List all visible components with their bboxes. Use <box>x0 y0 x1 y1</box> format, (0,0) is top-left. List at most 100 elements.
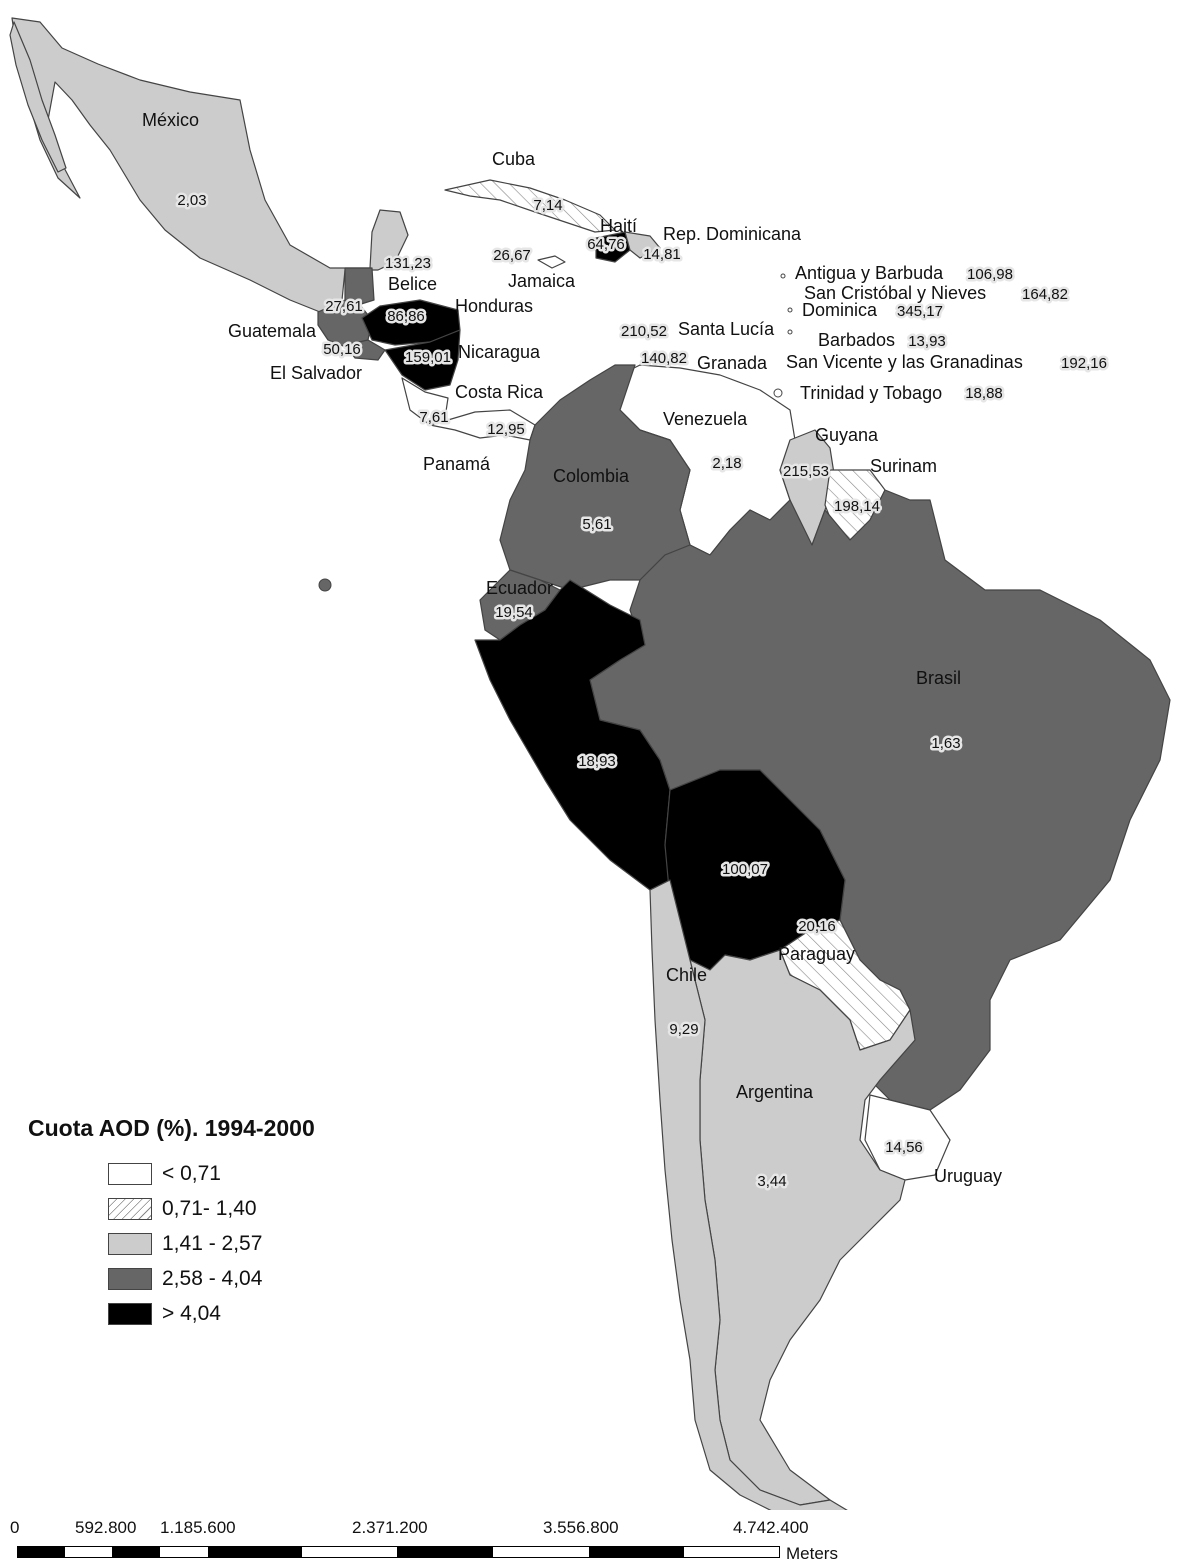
legend-item: < 0,71 <box>108 1156 388 1191</box>
region-baja <box>9 21 67 173</box>
country-name-guyana: Guyana <box>815 425 879 445</box>
value-label-rep-dominicana: 14,81 <box>643 246 681 263</box>
scale-tick-label: 3.556.800 <box>543 1518 619 1537</box>
value-label-san-cristobal: 164,82 <box>1022 286 1068 303</box>
country-name-trinidad: Trinidad y Tobago <box>800 383 942 403</box>
value-label-chile: 9,29 <box>669 1021 698 1038</box>
country-name-santa-lucia: Santa Lucía <box>678 319 775 339</box>
country-name-el-salvador: El Salvador <box>270 363 362 383</box>
scale-tick-label: 4.742.400 <box>733 1518 809 1537</box>
scale-tick-label: 592.800 <box>75 1518 137 1537</box>
legend-label: > 4,04 <box>162 1301 221 1325</box>
map-legend: Cuota AOD (%). 1994-2000 < 0,71 0,71- 1,4… <box>28 1115 388 1331</box>
country-name-venezuela: Venezuela <box>663 409 748 429</box>
scale-segment <box>397 1547 493 1557</box>
legend-label: 1,41 - 2,57 <box>162 1231 263 1255</box>
scale-segment <box>18 1547 65 1557</box>
value-label-costa-rica: 7,61 <box>419 409 448 426</box>
value-label-brasil: 1,63 <box>931 735 960 752</box>
scale-segment <box>159 1547 208 1557</box>
legend-label: 0,71- 1,40 <box>162 1196 257 1220</box>
region-chile <box>649 879 848 1510</box>
value-label-bolivia: 100,07 <box>722 861 768 878</box>
value-label-guyana: 215,53 <box>783 463 829 480</box>
value-label-uruguay: 14,56 <box>885 1139 923 1156</box>
value-label-jamaica: 26,67 <box>493 247 531 264</box>
legend-item: 0,71- 1,40 <box>108 1191 388 1226</box>
scale-tick-label: 2.371.200 <box>352 1518 428 1537</box>
country-name-costa-rica: Costa Rica <box>455 382 544 402</box>
scale-tick-label: 1.185.600 <box>160 1518 236 1537</box>
scale-segment <box>111 1547 160 1557</box>
scale-segment <box>492 1547 589 1557</box>
scale-segment <box>588 1547 685 1557</box>
country-name-surinam: Surinam <box>870 456 937 476</box>
country-name-granada: Granada <box>697 353 768 373</box>
scale-segment <box>207 1547 303 1557</box>
country-name-honduras: Honduras <box>455 296 533 316</box>
value-label-barbados: 13,93 <box>908 333 946 350</box>
country-name-dominica: Dominica <box>802 300 878 320</box>
legend-item: 2,58 - 4,04 <box>108 1261 388 1296</box>
country-name-paraguay: Paraguay <box>778 944 855 964</box>
value-label-trinidad: 18,88 <box>965 385 1003 402</box>
value-label-ecuador: 19,54 <box>495 604 533 621</box>
value-label-argentina: 3,44 <box>757 1173 786 1190</box>
country-name-ecuador: Ecuador <box>486 578 553 598</box>
island-antigua <box>780 273 786 279</box>
value-label-belice: 131,23 <box>385 255 431 272</box>
value-label-guatemala: 27,61 <box>325 298 363 315</box>
region-el-salvador <box>344 339 386 361</box>
value-label-paraguay: 20,16 <box>798 918 836 935</box>
country-name-mexico: México <box>142 110 199 130</box>
scale-segment <box>64 1547 112 1557</box>
value-label-santa-lucia: 210,52 <box>621 323 667 340</box>
region-costa-rica <box>401 377 449 426</box>
value-label-dominica: 345,17 <box>897 303 943 320</box>
value-label-surinam: 198,14 <box>834 498 880 515</box>
country-name-barbados: Barbados <box>818 330 895 350</box>
country-name-argentina: Argentina <box>736 1082 814 1102</box>
legend-label: < 0,71 <box>162 1161 221 1185</box>
region-cuba <box>444 179 616 233</box>
country-name-san-vicente: San Vicente y las Granadinas <box>786 352 1023 372</box>
country-name-cuba: Cuba <box>492 149 536 169</box>
scale-segment <box>302 1547 397 1557</box>
legend-swatch-dark <box>108 1267 152 1290</box>
value-label-peru: 18,93 <box>578 753 616 770</box>
value-label-panama: 12,95 <box>487 421 525 438</box>
island-trinidad <box>773 388 783 398</box>
region-rep-dominicana <box>624 231 661 259</box>
value-label-el-salvador: 50,16 <box>323 341 361 358</box>
legend-title: Cuota AOD (%). 1994-2000 <box>28 1115 315 1141</box>
legend-swatch-white <box>108 1162 152 1185</box>
value-label-nicaragua: 159,01 <box>405 349 451 366</box>
region-belice <box>344 267 375 306</box>
country-name-san-cristobal: San Cristóbal y Nieves <box>804 283 986 303</box>
value-label-mexico: 2,03 <box>177 192 206 209</box>
value-label-san-vicente: 192,16 <box>1061 355 1107 372</box>
country-name-guatemala: Guatemala <box>228 321 317 341</box>
scale-unit: Meters <box>786 1544 838 1563</box>
region-uruguay <box>864 1094 951 1181</box>
legend-swatch-black <box>108 1302 152 1325</box>
legend-item: > 4,04 <box>108 1296 388 1331</box>
country-name-antigua: Antigua y Barbuda <box>795 263 944 283</box>
legend-item: 1,41 - 2,57 <box>108 1226 388 1261</box>
region-peru <box>474 579 671 891</box>
legend-swatch-hatch <box>108 1197 152 1220</box>
region-jamaica <box>537 255 566 269</box>
value-label-antigua: 106,98 <box>967 266 1013 283</box>
country-name-chile: Chile <box>666 965 707 985</box>
value-label-haiti: 64,76 <box>587 236 625 253</box>
value-label-venezuela: 2,18 <box>712 455 741 472</box>
value-label-colombia: 5,61 <box>582 516 611 533</box>
island-galapagos <box>318 578 332 592</box>
country-name-uruguay: Uruguay <box>934 1166 1002 1186</box>
country-name-jamaica: Jamaica <box>508 271 576 291</box>
value-label-cuba: 7,14 <box>533 197 562 214</box>
country-name-haiti: Haití <box>600 216 637 236</box>
island-santa-lucia <box>787 329 793 335</box>
country-name-rep-dominicana: Rep. Dominicana <box>663 224 802 244</box>
